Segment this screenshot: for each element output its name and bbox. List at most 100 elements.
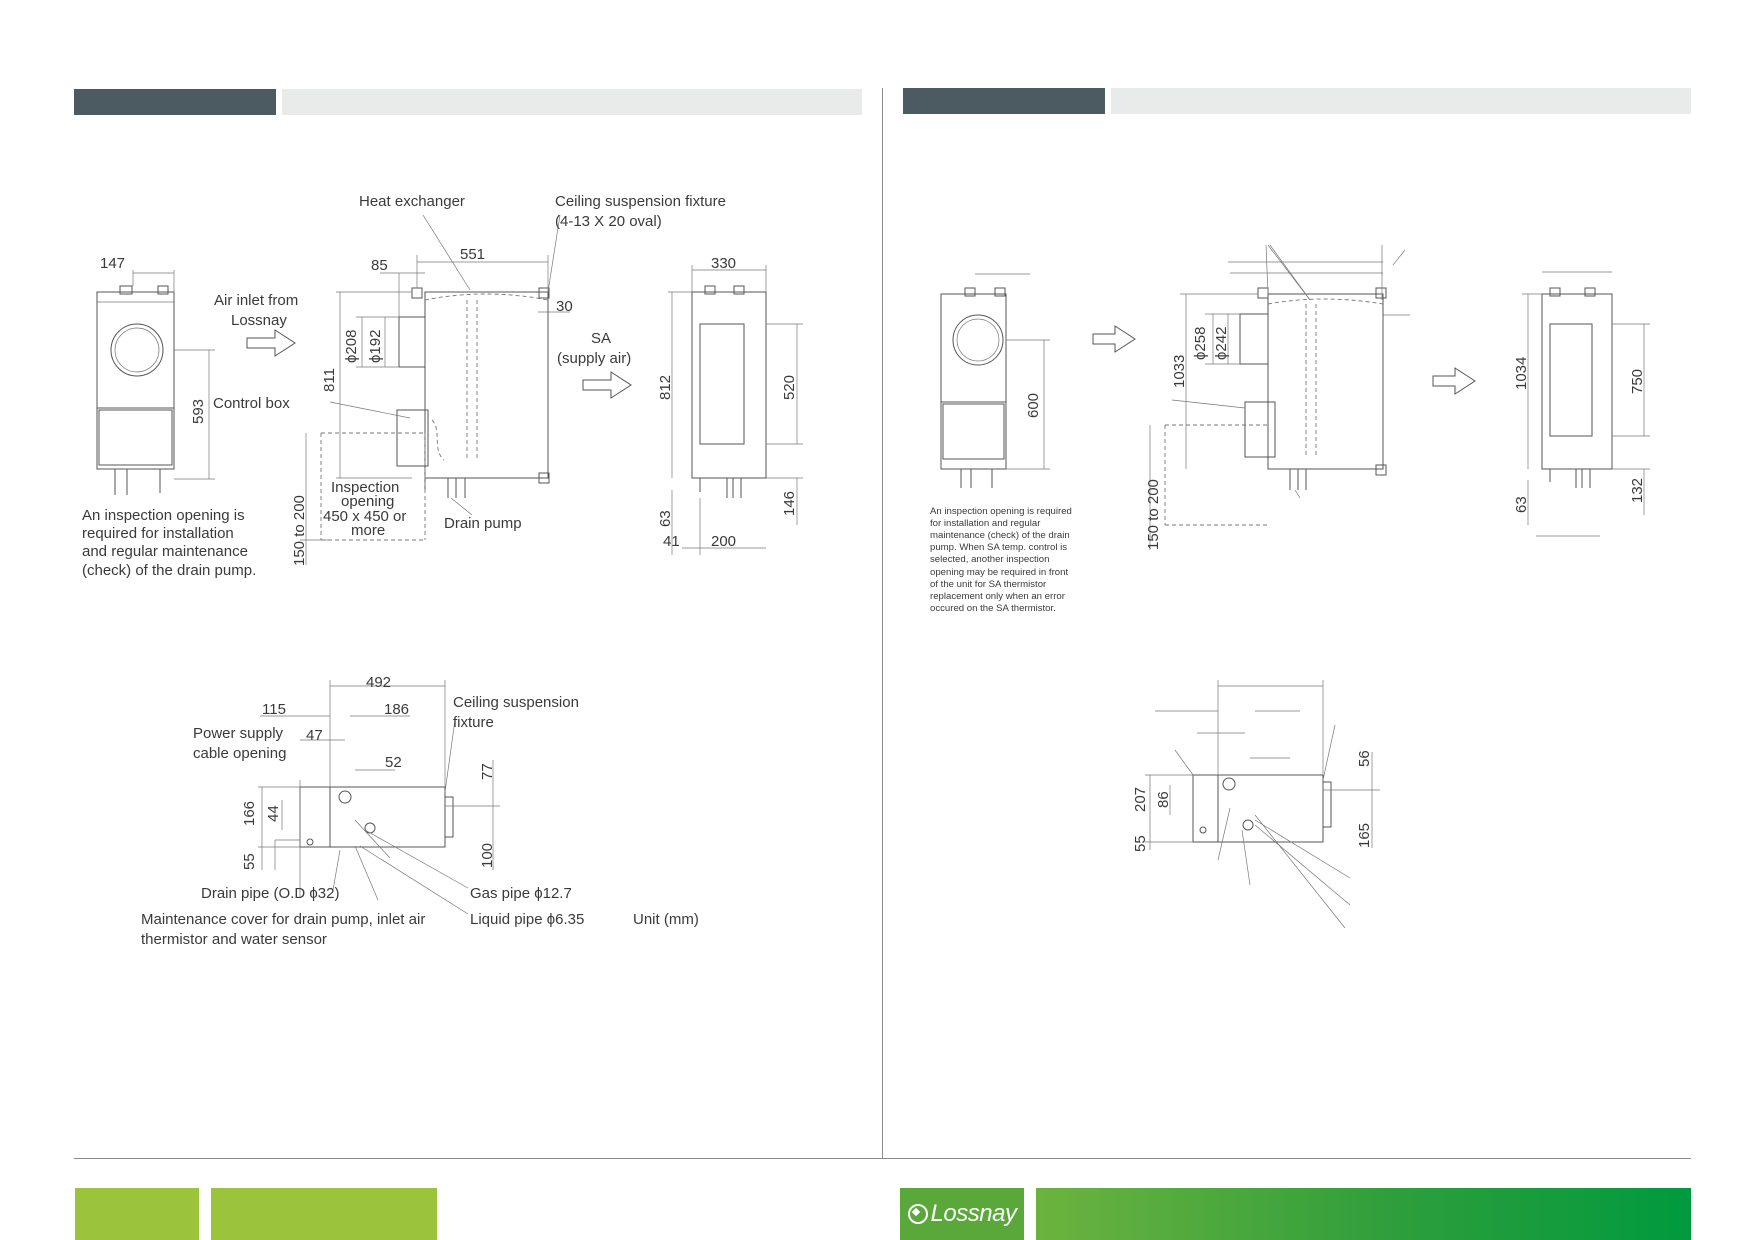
maintenance-cover-label-2: thermistor and water sensor — [141, 931, 327, 948]
dim-150-to-200-r: 150 to 200 — [1145, 479, 1162, 550]
right-note-line: An inspection opening is required — [930, 506, 1072, 517]
dim-186: 186 — [384, 701, 409, 718]
logo-mark-icon — [907, 1204, 928, 1224]
inspection-label: Inspection — [331, 479, 399, 496]
dim-56: 56 — [1356, 750, 1373, 767]
right-note-line: selected, another inspection — [930, 554, 1049, 565]
dim-55-r: 55 — [1132, 835, 1149, 852]
right-note-line: replacement only when an error — [930, 591, 1066, 602]
dim-30: 30 — [556, 298, 573, 315]
dim-812: 812 — [657, 375, 674, 400]
dim-147: 147 — [100, 255, 125, 272]
inspection-label-4: more — [351, 522, 385, 539]
right-plan-view: 207 86 55 56 165 — [1132, 680, 1380, 929]
dim-150-to-200: 150 to 200 — [291, 495, 308, 566]
dim-44: 44 — [265, 805, 282, 822]
dim-55: 55 — [241, 853, 258, 870]
dim-47: 47 — [306, 727, 323, 744]
right-inspection-note: An inspection opening is required for in… — [930, 506, 1072, 614]
ceiling-fixture-plan-label: Ceiling suspension — [453, 694, 579, 711]
left-side-view-2: 330 812 520 63 146 41 200 — [657, 255, 803, 555]
dim-phi258: ϕ258 — [1192, 327, 1209, 360]
air-inlet-arrow-icon — [246, 329, 296, 357]
right-note-line: occured on the SA thermistor. — [930, 603, 1056, 614]
maintenance-cover-label: Maintenance cover for drain pump, inlet … — [141, 911, 425, 928]
gas-pipe-label: Gas pipe ϕ12.7 — [470, 885, 572, 902]
right-inlet-arrow-icon — [1092, 325, 1136, 353]
dim-330: 330 — [711, 255, 736, 272]
lossnay-logo: Lossnay — [900, 1188, 1024, 1240]
logo-text: Lossnay — [930, 1200, 1017, 1227]
power-supply-label: Power supply — [193, 725, 284, 742]
inspection-note-2: required for installation — [82, 525, 234, 542]
air-inlet-label-2: Lossnay — [231, 312, 287, 329]
dim-593: 593 — [190, 399, 207, 424]
unit-label: Unit (mm) — [633, 911, 699, 928]
dim-132: 132 — [1629, 478, 1646, 503]
right-dimension-drawings: 600 1033 ϕ258 — [930, 244, 1650, 929]
dim-85: 85 — [371, 257, 388, 274]
dim-600: 600 — [1025, 393, 1042, 418]
dim-86: 86 — [1155, 791, 1172, 808]
right-note-line: maintenance (check) of the drain — [930, 530, 1070, 541]
dim-1033: 1033 — [1171, 355, 1188, 388]
right-note-line: opening may be required in front — [930, 567, 1068, 578]
right-side-view: 600 — [940, 273, 1050, 488]
dim-551: 551 — [460, 246, 485, 263]
footer-block-2 — [211, 1188, 437, 1240]
heat-exchanger-label: Heat exchanger — [359, 193, 465, 210]
page-divider — [882, 88, 883, 1158]
drain-pump-label: Drain pump — [444, 515, 522, 532]
left-header-bar — [282, 89, 862, 115]
liquid-pipe-label: Liquid pipe ϕ6.35 — [470, 911, 584, 928]
right-note-line: of the unit for SA thermistor — [930, 579, 1047, 590]
sa-label-2: (supply air) — [557, 350, 631, 367]
dim-phi208: ϕ208 — [343, 330, 360, 363]
left-plan-view: 492 115 186 47 52 77 166 44 55 100 — [241, 674, 500, 915]
left-side-view: 147 593 — [96, 255, 215, 495]
dim-166: 166 — [241, 801, 258, 826]
right-note-line: pump. When SA temp. control is — [930, 542, 1067, 553]
right-side-view-2: 1034 750 63 132 — [1513, 271, 1650, 537]
bottom-rule — [74, 1158, 1691, 1159]
dim-63-r: 63 — [1513, 496, 1530, 513]
dim-100: 100 — [479, 843, 496, 868]
power-supply-label-2: cable opening — [193, 745, 286, 762]
footer-brand-bar — [1036, 1188, 1691, 1240]
inspection-label-3: 450 x 450 or — [323, 508, 406, 525]
dim-165: 165 — [1356, 823, 1373, 848]
ceiling-fixture-label-2: (4-13 X 20 oval) — [555, 213, 662, 230]
left-front-view: 85 551 30 811 ϕ208 ϕ192 150 to 200 — [291, 214, 573, 566]
dim-52: 52 — [385, 754, 402, 771]
dim-phi242: ϕ242 — [1213, 327, 1230, 360]
ceiling-fixture-label: Ceiling suspension fixture — [555, 193, 726, 210]
ceiling-fixture-plan-label-2: fixture — [453, 714, 494, 731]
air-inlet-label: Air inlet from — [214, 292, 298, 309]
dim-492: 492 — [366, 674, 391, 691]
dim-63: 63 — [657, 510, 674, 527]
right-note-line: for installation and regular — [930, 518, 1041, 529]
inspection-label-2: opening — [341, 493, 394, 510]
inspection-note-4: (check) of the drain pump. — [82, 562, 256, 579]
dim-77: 77 — [479, 763, 496, 780]
right-sa-arrow-icon — [1432, 367, 1476, 395]
dim-200: 200 — [711, 533, 736, 550]
right-header-tab — [903, 88, 1105, 114]
left-header-tab — [74, 89, 276, 115]
dim-1034: 1034 — [1513, 357, 1530, 390]
sa-label: SA — [591, 330, 611, 347]
drain-pipe-label: Drain pipe (O.D ϕ32) — [201, 885, 339, 902]
right-header-bar — [1111, 88, 1691, 114]
inspection-note: An inspection opening is — [82, 507, 245, 524]
dim-207: 207 — [1132, 787, 1149, 812]
sa-arrow-icon — [582, 371, 632, 399]
dim-811: 811 — [321, 368, 338, 392]
footer-block-1 — [75, 1188, 199, 1240]
dim-41: 41 — [663, 533, 680, 550]
inspection-note-3: and regular maintenance — [82, 543, 248, 560]
dim-750: 750 — [1629, 369, 1646, 394]
right-front-view: 1033 ϕ258 ϕ242 150 to 200 — [1145, 244, 1410, 550]
dim-phi192: ϕ192 — [367, 330, 384, 363]
dim-115: 115 — [262, 701, 286, 718]
dim-520: 520 — [781, 375, 798, 400]
